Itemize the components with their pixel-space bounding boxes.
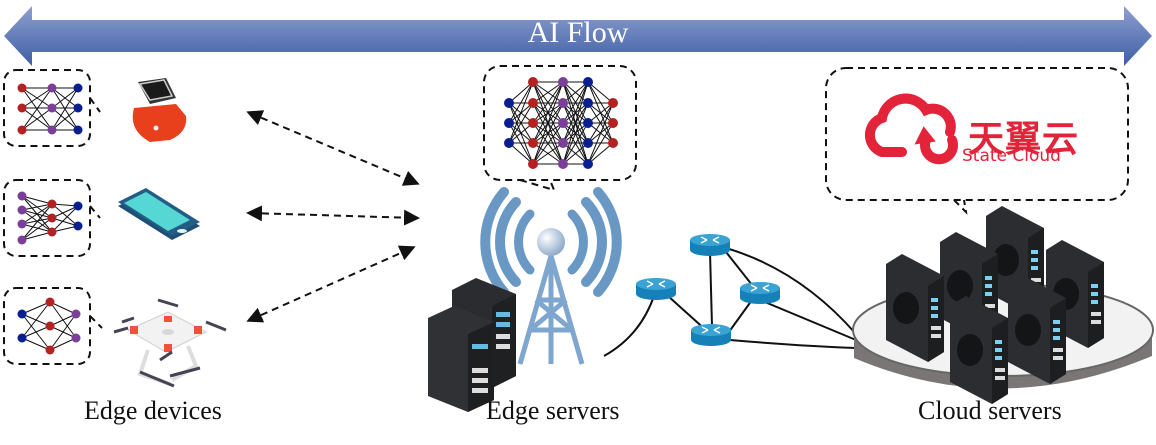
link-watch-edge bbox=[246, 110, 420, 186]
nn-bubble-drone bbox=[3, 287, 103, 365]
nn-node bbox=[17, 309, 27, 319]
nn-node bbox=[608, 118, 618, 128]
cloud-server-icon bbox=[1008, 276, 1066, 384]
nn-node bbox=[608, 138, 618, 148]
link-phone-edge bbox=[246, 205, 420, 226]
nn-node bbox=[47, 199, 57, 209]
nn-node bbox=[558, 77, 568, 87]
nn-node bbox=[17, 125, 27, 135]
nn-node bbox=[17, 83, 27, 93]
link-drone-edge bbox=[246, 245, 416, 323]
nn-node bbox=[45, 345, 55, 355]
nn-node bbox=[583, 118, 593, 128]
nn-node bbox=[558, 98, 568, 108]
cloud-bubble bbox=[825, 67, 1129, 215]
router-icon bbox=[636, 278, 676, 300]
router-icon bbox=[690, 234, 730, 256]
nn-node bbox=[583, 98, 593, 108]
nn-node bbox=[47, 83, 57, 93]
nn-node bbox=[558, 138, 568, 148]
nn-node bbox=[583, 138, 593, 148]
nn-bubble-watch bbox=[3, 69, 101, 147]
nn-node bbox=[47, 103, 57, 113]
nn-node bbox=[73, 221, 83, 231]
nn-node bbox=[528, 138, 538, 148]
nn-node bbox=[528, 159, 538, 169]
ai-flow-arrow bbox=[4, 6, 1152, 66]
nn-node bbox=[47, 125, 57, 135]
device-links bbox=[246, 110, 420, 323]
nn-node bbox=[528, 77, 538, 87]
state-cloud-logo-chinese: 天翼云 bbox=[968, 119, 1080, 160]
nn-node bbox=[45, 297, 55, 307]
router-icon bbox=[740, 282, 780, 304]
nn-node bbox=[504, 138, 514, 148]
nn-edge-server bbox=[504, 77, 618, 169]
nn-node bbox=[583, 159, 593, 169]
nn-node bbox=[504, 98, 514, 108]
nn-node bbox=[47, 213, 57, 223]
state-cloud-logo-english: State Cloud bbox=[962, 146, 1061, 166]
drone-icon bbox=[113, 298, 227, 388]
edge-servers-label: Edge servers bbox=[486, 396, 620, 425]
nn-node bbox=[583, 77, 593, 87]
edge-devices-label: Edge devices bbox=[84, 396, 222, 425]
network-links bbox=[603, 247, 857, 357]
router-icon bbox=[691, 324, 731, 346]
nn-node bbox=[73, 83, 83, 93]
nn-drone bbox=[17, 297, 81, 355]
nn-node bbox=[71, 333, 81, 343]
nn-node bbox=[17, 235, 27, 245]
nn-node bbox=[73, 201, 83, 211]
nn-node bbox=[558, 159, 568, 169]
nn-node bbox=[45, 321, 55, 331]
nn-node bbox=[528, 118, 538, 128]
nn-node bbox=[558, 118, 568, 128]
nn-bubble-edge-server bbox=[483, 65, 637, 192]
nn-node bbox=[73, 125, 83, 135]
nn-node bbox=[17, 205, 27, 215]
nn-bubble-phone bbox=[3, 179, 101, 257]
cell-tower-icon bbox=[480, 187, 622, 365]
nn-node bbox=[528, 98, 538, 108]
nn-node bbox=[17, 103, 27, 113]
nn-node bbox=[17, 333, 27, 343]
ai-flow-title: AI Flow bbox=[527, 16, 629, 49]
cloud-server-icon bbox=[950, 296, 1008, 404]
nn-node bbox=[71, 309, 81, 319]
nn-phone bbox=[17, 191, 83, 245]
nn-node bbox=[17, 191, 27, 201]
nn-node bbox=[608, 98, 618, 108]
smartwatch-icon bbox=[132, 78, 187, 142]
nn-node bbox=[73, 103, 83, 113]
nn-watch bbox=[17, 83, 83, 135]
edge-server-racks-icon bbox=[428, 278, 516, 412]
smartphone-icon bbox=[118, 188, 200, 240]
cloud-servers-label: Cloud servers bbox=[918, 396, 1062, 425]
cloud-server-icon bbox=[886, 254, 944, 362]
nn-node bbox=[17, 219, 27, 229]
nn-node bbox=[47, 227, 57, 237]
state-cloud-logo-icon bbox=[864, 93, 958, 165]
nn-node bbox=[504, 118, 514, 128]
